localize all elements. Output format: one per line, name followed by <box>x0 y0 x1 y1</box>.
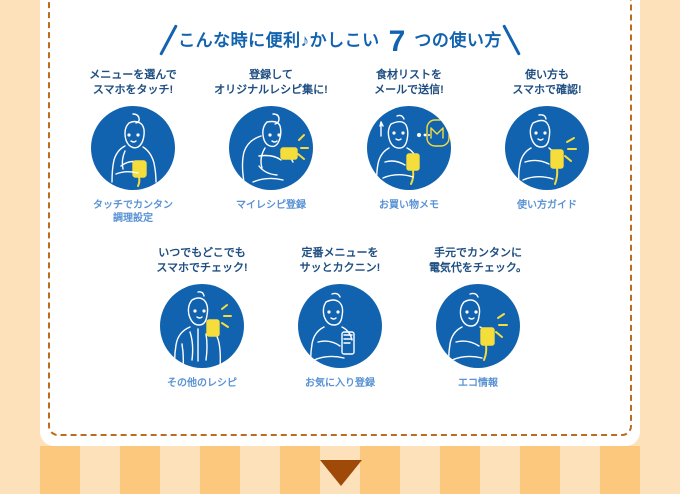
caption-line-2: 電気代をチェック。 <box>428 261 528 274</box>
usage-item-usage-guide[interactable]: 使い方も スマホで確認! 使い方ガイド <box>478 68 616 225</box>
caption-line-1: メニューを選んで <box>89 69 177 81</box>
sublabel-line-1: 使い方ガイド <box>517 200 577 211</box>
title-slash-left-icon <box>159 24 178 56</box>
usage-item-shopping-memo[interactable]: 食材リストを メールで送信! <box>340 68 478 225</box>
item-caption: メニューを選んで スマホをタッチ! <box>89 68 176 100</box>
sublabel-line-1: エコ情報 <box>458 378 498 389</box>
woman-checking-guide-icon[interactable] <box>505 106 589 190</box>
caption-line-1: 使い方も <box>525 69 569 81</box>
caption-line-1: 手元でカンタンに <box>434 247 522 259</box>
sublabel-line-1: マイレシピ登録 <box>236 200 306 211</box>
caption-line-2: スマホでチェック! <box>156 261 248 274</box>
usage-item-row-1: メニューを選んで スマホをタッチ! タッチでカンタン 調理設定 <box>40 68 640 225</box>
caption-line-2: メールで送信! <box>374 83 444 96</box>
sublabel-line-1: その他のレシピ <box>167 378 237 389</box>
caption-line-1: 食材リストを <box>375 69 442 81</box>
item-sublabel: お買い物メモ <box>379 199 439 212</box>
item-sublabel: タッチでカンタン 調理設定 <box>93 199 173 225</box>
title-slash-right-icon <box>502 24 521 56</box>
item-caption: 食材リストを メールで送信! <box>374 68 444 100</box>
caption-line-2: スマホで確認! <box>512 83 582 96</box>
panel-title-prefix: こんな時に便利♪かしこい <box>178 30 380 50</box>
item-caption: 使い方も スマホで確認! <box>512 68 581 100</box>
woman-touching-phone-icon[interactable] <box>91 106 175 190</box>
caption-line-2: スマホをタッチ! <box>92 83 174 96</box>
item-sublabel: お気に入り登録 <box>305 377 375 390</box>
caption-line-2: オリジナルレシピ集に! <box>214 83 328 96</box>
caption-line-1: いつでもどこでも <box>158 247 246 259</box>
person-checking-phone-icon[interactable] <box>160 284 244 368</box>
item-sublabel: 使い方ガイド <box>517 199 577 212</box>
usage-item-favorites[interactable]: 定番メニューを サッとカクニン! お気に入り登録 <box>271 246 409 390</box>
woman-registering-recipe-icon[interactable] <box>229 106 313 190</box>
sublabel-line-1: お気に入り登録 <box>305 378 375 389</box>
item-caption: 手元でカンタンに 電気代をチェック。 <box>429 246 527 278</box>
panel-title: こんな時に便利♪かしこい 7 つの使い方 <box>40 18 640 62</box>
usage-item-touch-cooking[interactable]: メニューを選んで スマホをタッチ! タッチでカンタン 調理設定 <box>64 68 202 225</box>
usage-item-row-2: いつでもどこでも スマホでチェック! その他のレシピ <box>40 246 640 390</box>
caption-line-2: サッとカクニン! <box>299 261 381 274</box>
item-sublabel: エコ情報 <box>458 377 498 390</box>
usage-item-other-recipes[interactable]: いつでもどこでも スマホでチェック! その他のレシピ <box>133 246 271 390</box>
usage-item-my-recipe[interactable]: 登録して オリジナルレシピ集に! マイレシピ登録 <box>202 68 340 225</box>
sublabel-line-1: タッチでカンタン <box>93 200 173 211</box>
woman-sending-mail-icon[interactable] <box>367 106 451 190</box>
woman-holding-tablet-icon[interactable] <box>298 284 382 368</box>
woman-checking-power-icon[interactable] <box>436 284 520 368</box>
scroll-down-arrow-icon[interactable] <box>320 460 362 486</box>
usage-panel-card <box>40 0 640 446</box>
item-sublabel: マイレシピ登録 <box>236 199 306 212</box>
caption-line-1: 登録して <box>249 69 293 81</box>
panel-title-suffix: つの使い方 <box>414 30 502 50</box>
item-caption: 定番メニューを サッとカクニン! <box>300 246 381 278</box>
usage-item-eco-info[interactable]: 手元でカンタンに 電気代をチェック。 エコ情報 <box>409 246 547 390</box>
panel-title-number: 7 <box>388 25 406 58</box>
item-sublabel: その他のレシピ <box>167 377 237 390</box>
item-caption: 登録して オリジナルレシピ集に! <box>214 68 328 100</box>
caption-line-1: 定番メニューを <box>301 247 379 259</box>
sublabel-line-2: 調理設定 <box>113 213 153 224</box>
item-caption: いつでもどこでも スマホでチェック! <box>156 246 247 278</box>
sublabel-line-1: お買い物メモ <box>379 200 439 211</box>
